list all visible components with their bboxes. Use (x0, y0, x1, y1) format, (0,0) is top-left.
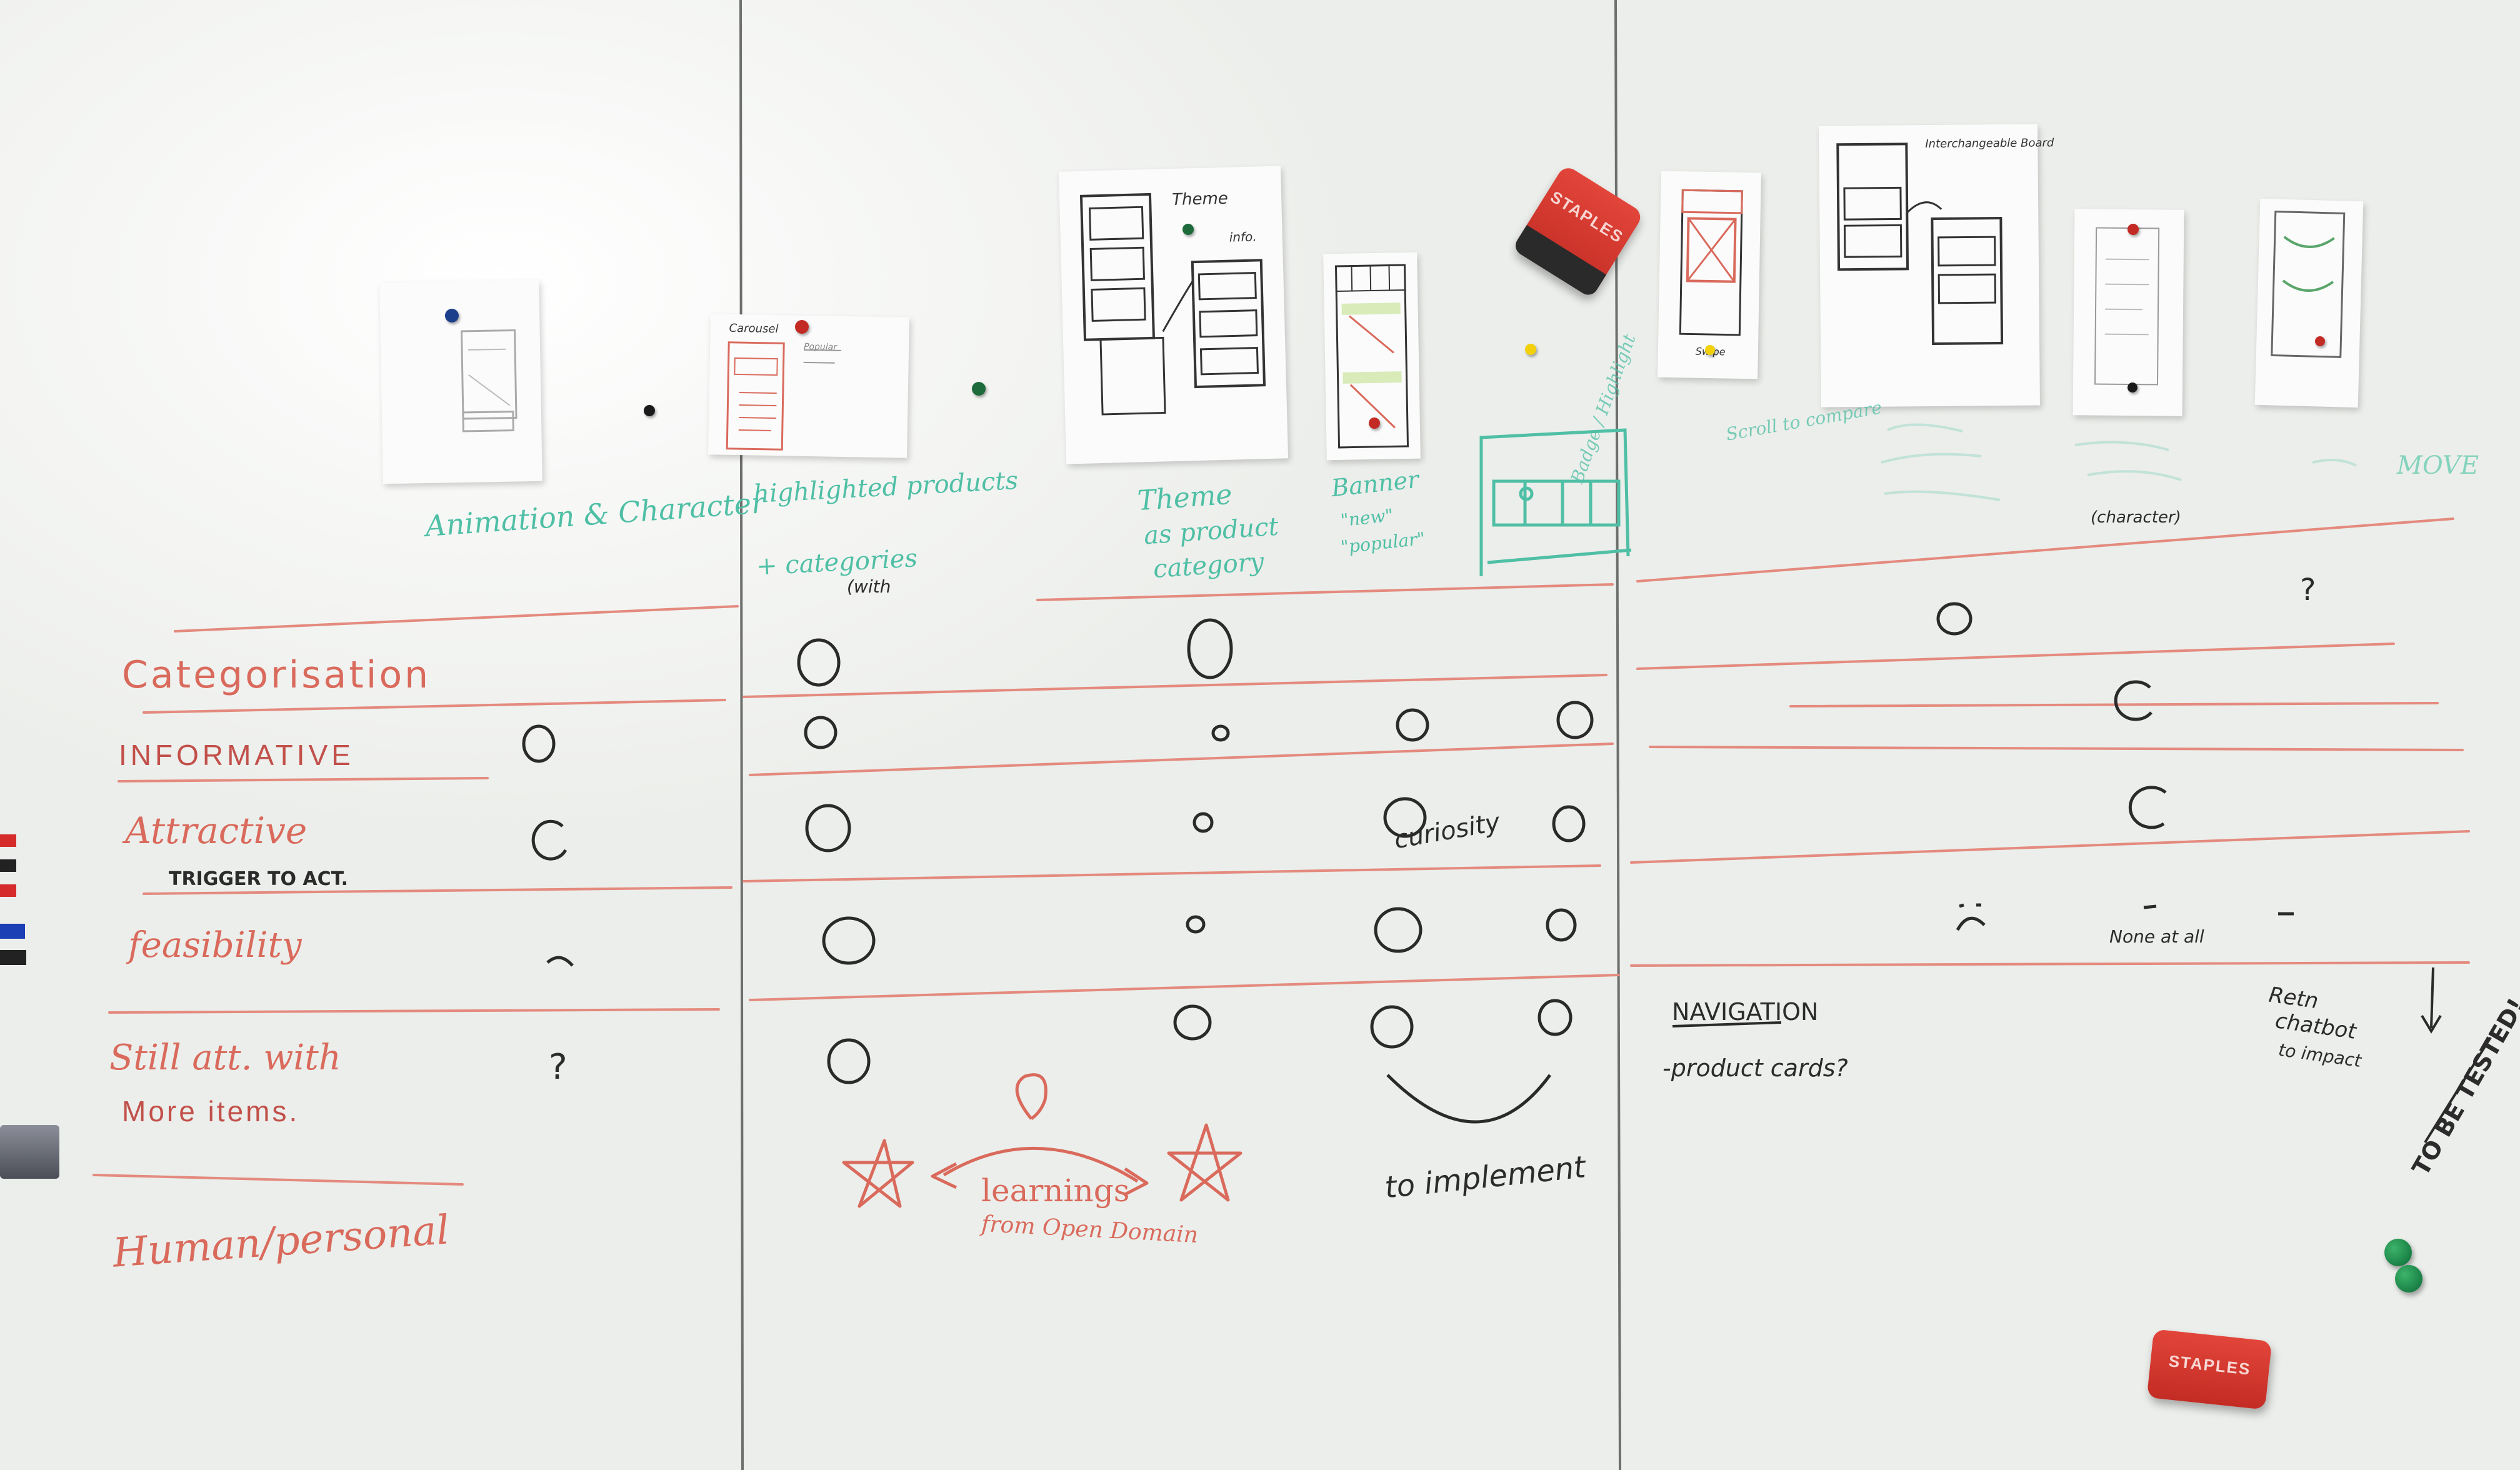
marker-black-2[interactable] (0, 950, 26, 965)
note-return-chatbot-1: Retn (2267, 982, 2320, 1014)
header-theme: Theme (1136, 478, 1234, 518)
sketch-popular-label: Popular (803, 341, 838, 352)
sketch-highlighted-products: Carousel Popular (708, 314, 909, 458)
learning-stars (842, 1073, 1242, 1208)
ghost-notes (1881, 423, 2357, 501)
pin-red-banner (1369, 418, 1380, 429)
pin-red (795, 320, 809, 334)
header-new: "new" (1339, 504, 1394, 531)
note-question-mark: ? (549, 1047, 568, 1088)
note-navigation: NAVIGATION (1672, 998, 1819, 1026)
pin-green-theme (1182, 224, 1194, 235)
pin-yellow-swipe (1705, 345, 1715, 355)
pin-black-character (2128, 382, 2138, 392)
marker-red-2[interactable] (0, 884, 16, 897)
green-magnet-top[interactable] (2384, 1239, 2412, 1266)
sketch-interchangeable-board: Interchangeable Board (1819, 124, 2054, 408)
criterion-still-att-1: Still att. with (109, 1038, 341, 1078)
green-magnet-bottom[interactable] (2395, 1265, 2422, 1292)
pin-yellow (1525, 344, 1536, 355)
note-right-question: ? (2300, 572, 2316, 608)
header-move: MOVE (2397, 451, 2479, 480)
row-lines (92, 518, 2470, 1186)
sketch-animation-character (379, 279, 542, 484)
sketch-swipe: Swipe (1658, 171, 1761, 379)
criterion-attractive: Attractive (125, 809, 308, 852)
pin-red-stack (2315, 336, 2325, 346)
sketch-banner (1323, 252, 1421, 461)
criterion-categorisation: Categorisation (122, 653, 431, 697)
marker-blue[interactable] (0, 924, 25, 939)
criterion-informative: INFORMATIVE (119, 739, 354, 771)
marker-black[interactable] (0, 859, 16, 872)
badge-highlight-sketch (1479, 428, 1632, 576)
pin-red-character (2128, 224, 2139, 235)
pin-blue (445, 309, 459, 322)
note-none-at-all: None at all (2109, 926, 2204, 947)
header-with-note: (with (847, 576, 891, 597)
pin-black (644, 405, 655, 416)
criterion-feasibility: feasibility (128, 925, 302, 966)
sketch-carousel-label: Carousel (729, 321, 779, 336)
header-category: category (1152, 547, 1265, 584)
marker-red[interactable] (0, 834, 16, 847)
rating-circles (522, 602, 2294, 1124)
criterion-still-att-2: More items. (122, 1095, 300, 1128)
sketch-theme-label: Theme (1171, 189, 1229, 209)
eraser-brand-bottom: STAPLES (2168, 1351, 2252, 1379)
tested-arrow (1672, 967, 2492, 1144)
note-learnings: learnings (981, 1172, 1130, 1209)
marker-tray-item[interactable] (0, 1125, 59, 1179)
note-product-cards: -product cards? (1662, 1054, 1848, 1082)
sketch-stack (2254, 198, 2364, 408)
sketch-theme: Theme info. (1058, 166, 1289, 464)
panel-seam-left (739, 0, 744, 1470)
sketch-board-label: Interchangeable Board (1925, 136, 2054, 151)
header-character-note: (character) (2091, 508, 2181, 527)
sketch-info-label: info. (1229, 229, 1257, 245)
criterion-trigger: TRIGGER TO ACT. (169, 868, 348, 890)
eraser-bottom[interactable]: STAPLES (2146, 1329, 2272, 1410)
pin-green (972, 382, 986, 396)
